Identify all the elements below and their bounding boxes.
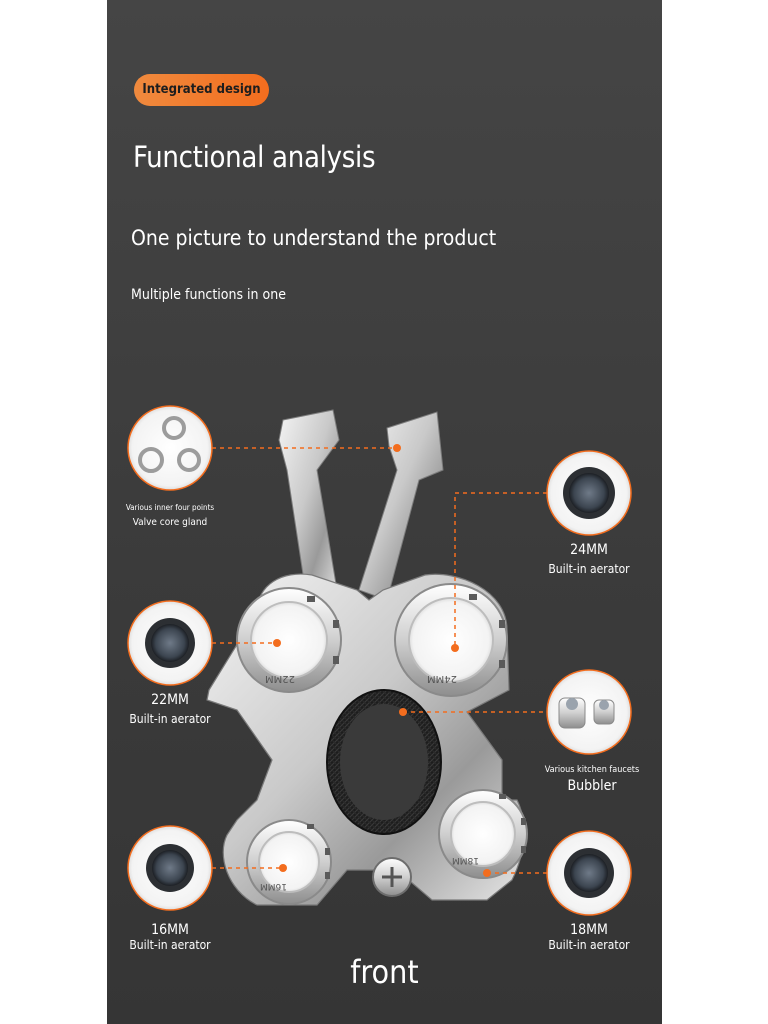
callout-16mm-size: 16MM <box>151 922 189 938</box>
callout-18mm-size: 18MM <box>570 922 608 938</box>
callout-24mm: 24MM Built-in aerator <box>539 542 639 576</box>
callout-24mm-label: Built-in aerator <box>548 562 630 576</box>
aerator-16mm-icon <box>127 825 213 911</box>
callout-bubbler-line1: Various kitchen faucets <box>544 765 640 775</box>
valve-gland-rings-icon <box>127 405 213 491</box>
multi-wrench-tool <box>206 409 528 906</box>
page-title: Functional analysis <box>133 140 376 174</box>
callout-valve-line1: Various inner four points <box>125 503 215 512</box>
engraving-24mm: 24MM <box>427 673 457 684</box>
callout-valve: Various inner four points Valve core gla… <box>107 503 233 528</box>
product-panel: 22MM 24MM 16MM 18MM <box>107 0 662 1024</box>
engraving-16mm: 16MM <box>260 881 287 891</box>
product-illustration: 22MM 24MM 16MM 18MM <box>127 405 632 916</box>
feature-badge: Integrated design <box>134 74 269 106</box>
aerator-24mm-icon <box>546 450 632 536</box>
engraving-18mm: 18MM <box>452 855 479 865</box>
engraving-22mm: 22MM <box>265 673 295 684</box>
callout-18mm: 18MM Built-in aerator <box>539 922 639 952</box>
aerator-18mm-icon <box>546 830 632 916</box>
leader-24mm <box>454 492 555 648</box>
callout-22mm-label: Built-in aerator <box>129 712 211 726</box>
aerator-22mm-icon <box>127 600 213 686</box>
callout-22mm-size: 22MM <box>151 692 189 708</box>
page-tagline: Multiple functions in one <box>131 287 286 303</box>
callout-24mm-size: 24MM <box>570 542 608 558</box>
callout-bubbler-line2: Bubbler <box>567 778 617 794</box>
callout-valve-line2: Valve core gland <box>132 517 208 528</box>
callout-16mm: 16MM Built-in aerator <box>120 922 220 952</box>
view-label: front <box>350 953 419 991</box>
bubbler-pair-icon <box>546 669 632 755</box>
callout-16mm-label: Built-in aerator <box>129 938 211 952</box>
callout-18mm-label: Built-in aerator <box>548 938 630 952</box>
page-subtitle: One picture to understand the product <box>131 226 497 250</box>
callout-22mm: 22MM Built-in aerator <box>120 692 220 726</box>
callout-bubbler: Various kitchen faucets Bubbler <box>532 765 652 794</box>
